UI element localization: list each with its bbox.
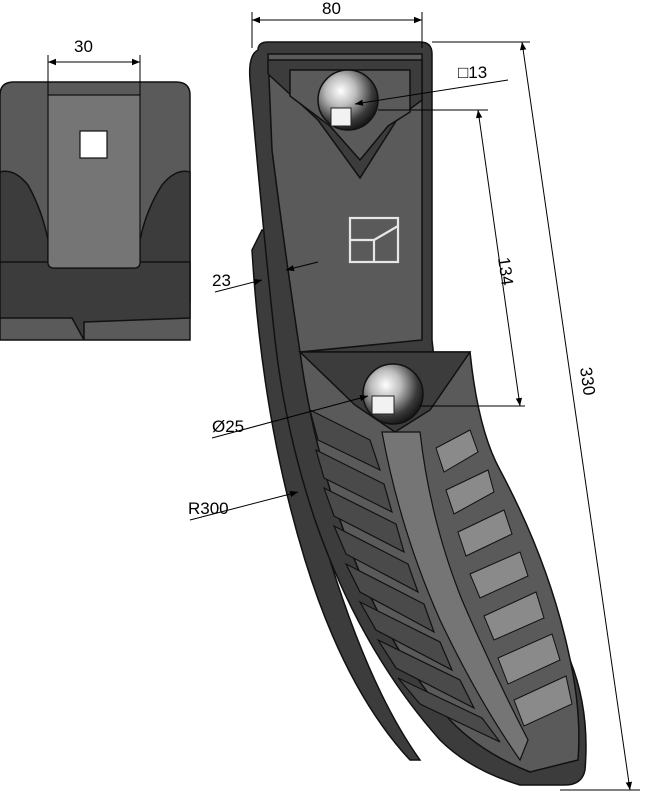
dimension-annotations: 80 □13 134 330 23 Ø25 R300	[188, 0, 640, 791]
brand-logo-icon	[348, 216, 400, 264]
detail-view: 30	[0, 37, 191, 341]
upper-bolt-icon	[317, 69, 379, 131]
detail-square-hole	[79, 130, 108, 159]
blade-ribs-left	[309, 408, 501, 743]
blade-width-label: 80	[322, 0, 341, 18]
hole-spacing-label: 134	[494, 256, 517, 287]
square-hole-label: □13	[458, 63, 487, 82]
total-length-label: 330	[576, 366, 599, 397]
detail-width-label: 30	[74, 37, 93, 56]
bolt-diameter-label: Ø25	[212, 417, 244, 436]
detail-tab	[47, 94, 141, 269]
thickness-label: 23	[212, 271, 231, 290]
radius-label: R300	[188, 499, 229, 518]
blade	[248, 41, 587, 786]
lower-bolt-icon	[362, 363, 424, 425]
